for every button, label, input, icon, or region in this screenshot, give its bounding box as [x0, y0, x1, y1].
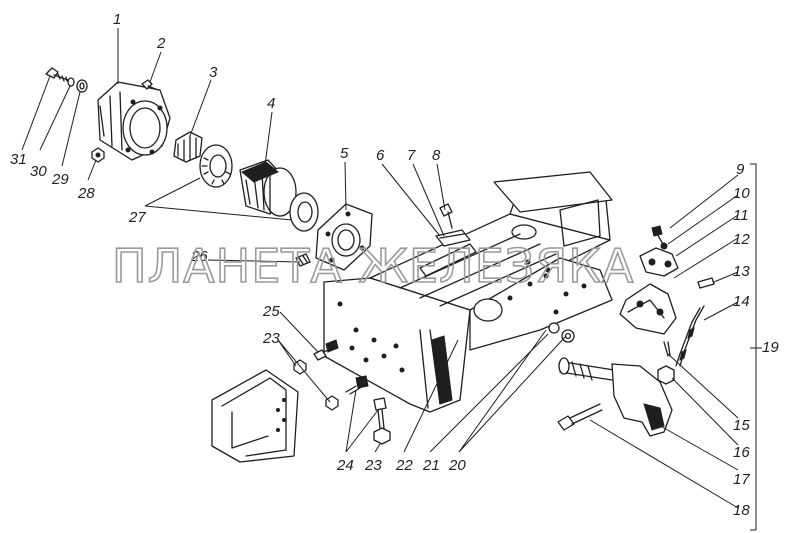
callout-21: 21 [422, 457, 440, 474]
callout-29: 29 [51, 171, 69, 188]
callout-11: 11 [733, 207, 749, 224]
callout-30: 30 [30, 163, 47, 180]
latch-body-12 [619, 283, 677, 335]
callout-16: 16 [733, 444, 750, 461]
chain-14 [675, 305, 705, 367]
bushing-part-4 [239, 159, 297, 217]
nut-16 [657, 365, 675, 385]
washer-30 [67, 77, 75, 87]
ring-27-right [289, 192, 319, 232]
washer-20 [548, 322, 575, 343]
bolt-24-horizontal [345, 375, 369, 395]
frame-crossmember [323, 171, 613, 413]
callout-5: 5 [340, 145, 349, 162]
bolt-8 [439, 203, 453, 229]
nut-23-bottom [373, 427, 391, 445]
callout-7: 7 [407, 147, 416, 164]
cotter-pin-15 [663, 341, 671, 357]
bolt-25 [313, 339, 339, 361]
callout-18: 18 [733, 502, 750, 519]
callout-27: 27 [128, 209, 146, 226]
watermark-text: ПЛАНЕТА ЖЕЛЕЗЯКА [112, 239, 634, 293]
callout-1: 1 [113, 11, 121, 28]
callout-12: 12 [733, 231, 750, 248]
callout-4: 4 [267, 95, 275, 112]
stud-26 [295, 253, 311, 267]
callout-17: 17 [733, 471, 750, 488]
pin-13 [697, 277, 715, 289]
callout-31: 31 [10, 151, 27, 168]
flange-part-5 [315, 203, 373, 271]
bolt-18 [557, 403, 603, 431]
callout-3: 3 [209, 64, 218, 81]
channel-bracket [211, 369, 299, 463]
hook-17 [558, 357, 673, 437]
callout-28: 28 [77, 185, 95, 202]
housing-part-1 [97, 81, 171, 161]
washer-29 [76, 79, 88, 93]
callout-13: 13 [733, 263, 750, 280]
bearing-part-3 [173, 131, 203, 163]
bolt-24-vertical [373, 397, 387, 429]
ring-27-left [199, 144, 233, 188]
callout-15: 15 [733, 417, 750, 434]
callout-22: 22 [395, 457, 413, 474]
washer-10 [660, 242, 668, 250]
callout-26: 26 [190, 248, 208, 265]
nut-23-left-low [325, 395, 339, 411]
latch-part-11 [639, 247, 679, 277]
leader-lines [21, 28, 762, 531]
callout-10: 10 [733, 185, 750, 202]
callout-6: 6 [376, 147, 385, 164]
plate-part-6 [435, 229, 471, 247]
callout-8: 8 [432, 147, 441, 164]
callout-25: 25 [262, 303, 280, 320]
bolt-2 [141, 79, 159, 91]
nut-28 [91, 147, 105, 163]
callout-23-left: 23 [262, 330, 280, 347]
callout-labels: 1 2 3 4 5 6 7 8 9 10 11 12 13 14 15 16 1… [10, 11, 779, 519]
callout-2: 2 [156, 35, 166, 52]
callout-23-bottom: 23 [364, 457, 382, 474]
callout-24: 24 [336, 457, 354, 474]
callout-20: 20 [448, 457, 466, 474]
callout-14: 14 [733, 293, 750, 310]
bolt-31 [45, 67, 69, 82]
callout-19: 19 [762, 339, 779, 356]
callout-9: 9 [736, 161, 745, 178]
